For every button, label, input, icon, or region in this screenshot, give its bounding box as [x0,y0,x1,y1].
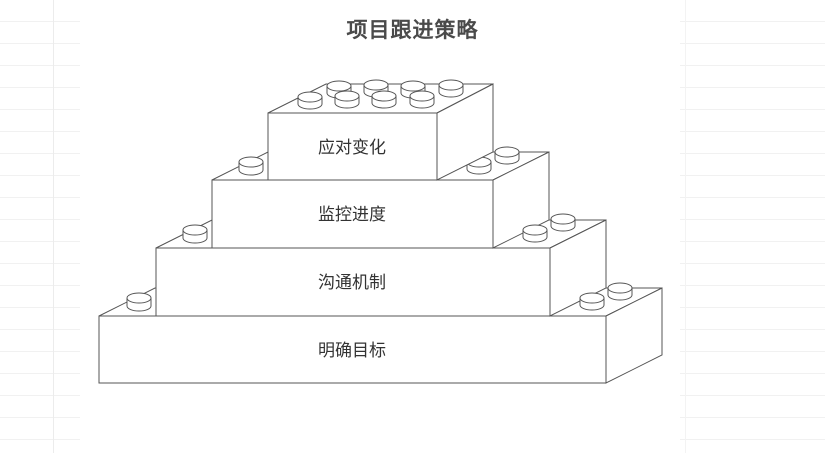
tier-4-label: 应对变化 [318,138,386,158]
tier-4-stud [409,90,435,109]
tier-3-stud [238,156,264,176]
tier-4-front-face [267,112,438,181]
tier-2-stud [182,224,208,244]
tier-3-stud [494,146,520,165]
tier-1-front-face [98,315,607,384]
tier-3-stud [466,156,492,175]
tier-4-stud [297,91,323,110]
tier-4-stud [371,90,397,109]
tier-1-label: 明确目标 [318,341,386,361]
tier-1-stud [126,292,152,312]
tier-1-stud [579,292,605,311]
tier-2-label: 沟通机制 [318,273,386,293]
diagram-title: 项目跟进策略 [346,18,479,42]
tier-1-stud [607,282,633,301]
tier-2-stud [550,213,576,232]
tier-3-front-face [211,179,494,249]
tier-3-label: 监控进度 [318,205,386,225]
tier-4-stud [334,90,360,109]
tier-4-stud [438,79,464,98]
tier-2-front-face [155,247,551,317]
tier-2-stud [522,224,548,243]
